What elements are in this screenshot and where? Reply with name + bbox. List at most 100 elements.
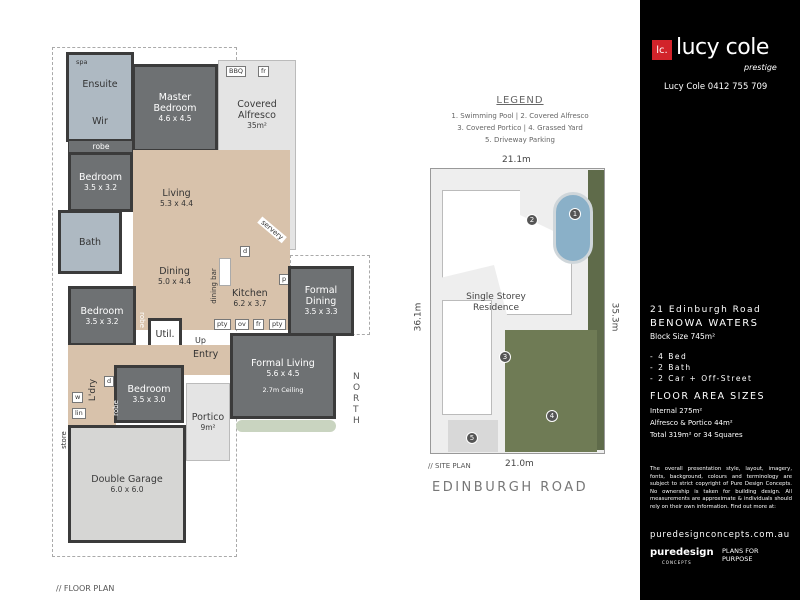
room-size: 3.5 x 3.0 xyxy=(132,394,166,404)
room-name: Ensuite xyxy=(82,79,118,90)
room-master-bedroom: Master Bedroom 4.6 x 4.5 xyxy=(132,64,218,152)
area-total: Total 319m² or 34 Squares xyxy=(650,431,743,439)
dimension-right: 35.3m xyxy=(609,302,620,332)
room-dining: Dining 5.0 x 4.4 xyxy=(158,266,191,287)
room-name: robe xyxy=(92,142,110,151)
legend-item: 1. Swimming Pool | 2. Covered Alfresco xyxy=(451,112,589,120)
island-bench xyxy=(219,258,231,286)
room-size: 3.5 x 3.3 xyxy=(304,307,338,316)
room-living: Living 5.3 x 4.4 xyxy=(160,188,193,209)
room-size: 5.0 x 4.4 xyxy=(158,277,192,286)
property-address: 21 Edinburgh Road xyxy=(650,305,762,315)
room-name: Covered Alfresco xyxy=(237,99,277,121)
grassed-yard xyxy=(505,330,597,452)
area-internal: Internal 275m² xyxy=(650,407,703,415)
marker-driveway: 5 xyxy=(466,432,478,444)
property-suburb: BENOWA WATERS xyxy=(650,318,759,329)
dryer-label: d xyxy=(104,376,115,387)
room-name: Dining xyxy=(159,266,190,277)
spa-label: spa xyxy=(76,58,88,66)
room-size: 6.2 x 3.7 xyxy=(233,299,267,308)
washer-label: w xyxy=(72,392,84,403)
fridge-label: fr xyxy=(258,66,269,77)
room-formal-living: Formal Living 5.6 x 4.5 2.7m Ceiling xyxy=(230,333,336,419)
oven-label: ov xyxy=(235,319,249,330)
dishwasher-label: d xyxy=(240,246,251,257)
area-alfresco-portico: Alfresco & Portico 44m² xyxy=(650,419,733,427)
room-size: 4.6 x 4.5 xyxy=(158,114,192,123)
plans-for-purpose-logo: PLANS FOR PURPOSE xyxy=(722,547,759,563)
puredesign-logo: puredesign xyxy=(650,547,714,558)
room-entry: Entry xyxy=(193,349,219,360)
room-name: L'dry xyxy=(88,378,99,402)
room-bedroom-3: Bedroom 3.5 x 3.0 xyxy=(114,365,184,423)
room-name: Formal Dining xyxy=(304,285,338,307)
feature-car: - 2 Car + Off-Street xyxy=(650,374,753,383)
disclaimer: The overall presentation style, layout, … xyxy=(650,466,792,510)
fridge-label: fr xyxy=(253,319,264,330)
pantry-label: pty xyxy=(269,319,286,330)
room-name: Bedroom xyxy=(127,383,171,395)
room-name: Util. xyxy=(155,328,175,340)
room-name: Wir xyxy=(92,116,108,127)
legend-item: 3. Covered Portico | 4. Grassed Yard xyxy=(457,124,583,132)
room-bath: Bath xyxy=(58,210,122,274)
north-indicator: NORTH xyxy=(353,372,362,426)
website-link[interactable]: puredesignconcepts.com.au xyxy=(650,530,790,540)
agent-contact: Lucy Cole 0412 755 709 xyxy=(664,82,768,92)
room-size: 5.6 x 4.5 xyxy=(266,368,300,378)
room-size: 6.0 x 6.0 xyxy=(110,484,144,494)
dining-bar-label: dining bar xyxy=(209,268,218,304)
room-name: Living xyxy=(162,188,191,199)
robe-label: robe xyxy=(111,400,120,416)
dimension-left: 36.1m xyxy=(413,302,424,332)
dimension-bottom: 21.0m xyxy=(505,459,534,469)
room-name: Master Bedroom xyxy=(153,92,197,114)
ceiling-note: 2.7m Ceiling xyxy=(262,385,304,394)
room-size: 9m² xyxy=(200,422,216,432)
room-name: Bedroom xyxy=(79,171,122,183)
pantry-label: pty xyxy=(214,319,231,330)
room-name: Double Garage xyxy=(91,473,163,485)
marker-portico: 3 xyxy=(499,351,511,363)
room-bedroom-2: Bedroom 3.5 x 3.2 xyxy=(68,286,136,346)
marker-pool: 1 xyxy=(569,208,581,220)
logo-text: lucy cole xyxy=(676,35,769,60)
logo-subtitle: prestige xyxy=(744,63,777,72)
puredesign-logo-sub: CONCEPTS xyxy=(662,560,692,565)
room-size: 3.5 x 3.2 xyxy=(85,316,119,326)
room-name: Bedroom xyxy=(80,305,124,317)
logo-badge: lc. xyxy=(652,40,672,60)
legend: LEGEND 1. Swimming Pool | 2. Covered Alf… xyxy=(420,95,620,146)
feature-bath: - 2 Bath xyxy=(650,363,692,372)
block-size: Block Size 745m² xyxy=(650,332,716,341)
room-size: 3.5 x 3.2 xyxy=(83,182,118,192)
room-formal-dining: Formal Dining 3.5 x 3.3 xyxy=(288,266,354,336)
store-label: store xyxy=(59,431,68,449)
swimming-pool xyxy=(553,192,593,264)
room-name: Portico xyxy=(191,411,225,423)
marker-alfresco: 2 xyxy=(526,214,538,226)
linen-label: lin xyxy=(72,408,86,419)
marker-yard: 4 xyxy=(546,410,558,422)
robe-label: robe xyxy=(137,312,146,328)
living-dining-area xyxy=(133,150,290,330)
dimension-top: 21.1m xyxy=(502,155,531,165)
legend-item: 5. Driveway Parking xyxy=(485,136,555,144)
room-size: 5.3 x 4.4 xyxy=(160,199,194,208)
room-bedroom-1: Bedroom 3.5 x 3.2 xyxy=(68,152,133,212)
room-name: Bath xyxy=(78,236,102,248)
floor-plan-caption: // FLOOR PLAN xyxy=(56,584,115,593)
feature-bed: - 4 Bed xyxy=(650,352,688,361)
bbq-label: BBQ xyxy=(226,66,247,77)
room-size: 35m² xyxy=(247,121,267,130)
agent-panel: lc. lucy cole prestige Lucy Cole 0412 75… xyxy=(640,0,800,600)
residence-label: Single Storey Residence xyxy=(466,292,526,313)
garage-roof xyxy=(442,300,492,415)
street-name: EDINBURGH ROAD xyxy=(432,480,589,495)
double-garage: Double Garage 6.0 x 6.0 xyxy=(68,425,186,543)
portico: Portico 9m² xyxy=(186,383,230,461)
garden-bed xyxy=(236,420,336,432)
room-kitchen: Kitchen 6.2 x 3.7 xyxy=(232,288,268,309)
legend-title: LEGEND xyxy=(496,95,544,106)
